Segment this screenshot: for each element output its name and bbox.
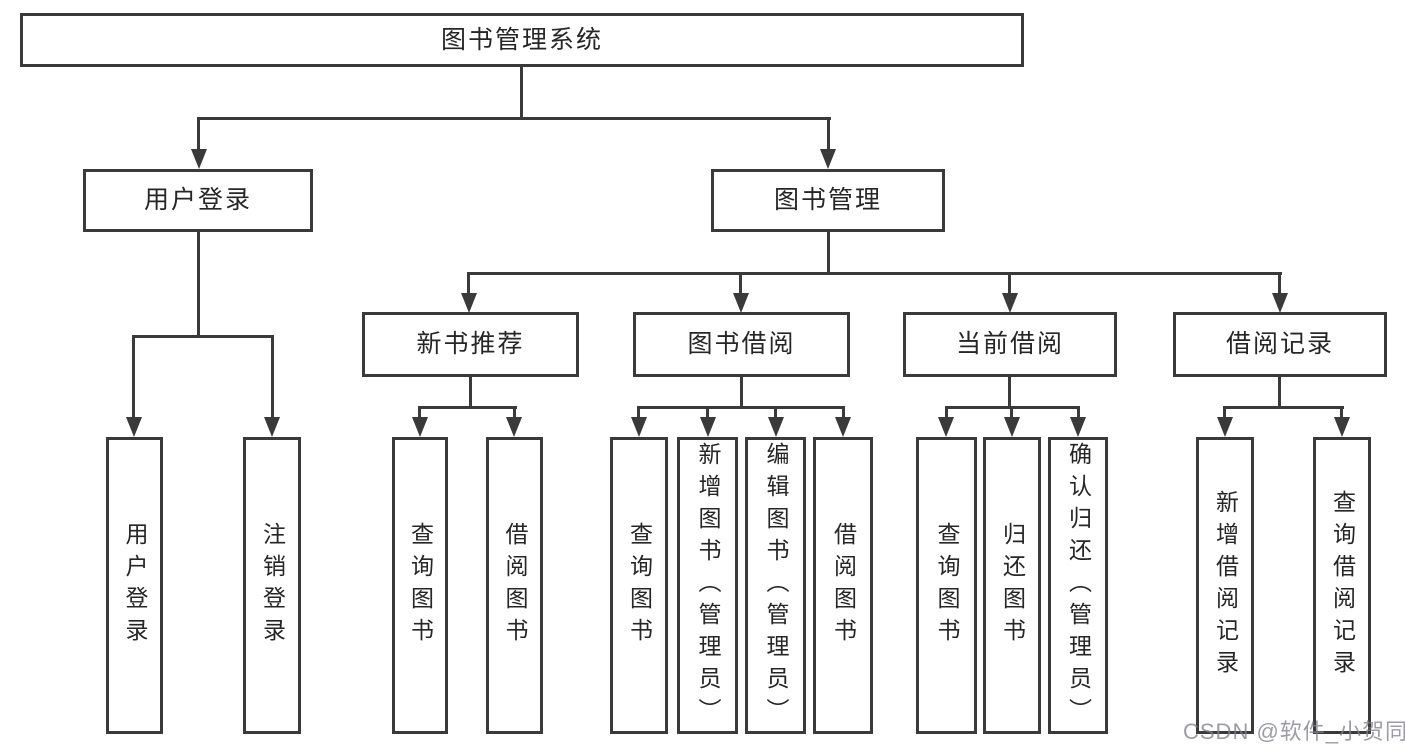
connector-line [945, 406, 948, 419]
arrow-down-icon [191, 149, 207, 169]
connector-line [842, 406, 845, 419]
node-query-books-borrow: 查询图书 [610, 437, 668, 734]
connector-line [827, 117, 830, 149]
connector-line [706, 406, 709, 419]
arrow-down-icon [733, 293, 749, 313]
connector-line [1278, 272, 1281, 295]
connector-line [1008, 272, 1011, 295]
connector-line [132, 335, 274, 338]
arrow-down-icon [126, 417, 142, 437]
node-current-borrow: 当前借阅 [903, 312, 1117, 377]
node-logout-leaf: 注销登录 [243, 437, 301, 734]
node-confirm-return-admin: 确认归还（管理员） [1048, 437, 1108, 734]
node-borrow-record: 借阅记录 [1173, 312, 1387, 377]
connector-line [1223, 406, 1226, 419]
connector-line [197, 232, 200, 337]
node-query-books-newbook: 查询图书 [392, 437, 448, 734]
csdn-watermark: CSDN @软件_小贺同学 [1183, 719, 1405, 744]
connector-line [1077, 406, 1080, 419]
node-add-borrow-record: 新增借阅记录 [1196, 437, 1254, 734]
connector-line [271, 335, 274, 419]
node-new-book-recommend: 新书推荐 [362, 312, 579, 377]
arrow-down-icon [1002, 293, 1018, 313]
arrow-down-icon [820, 149, 836, 169]
connector-line [1278, 376, 1281, 408]
connector-line [637, 406, 640, 419]
connector-line [1008, 376, 1011, 408]
connector-line [774, 406, 777, 419]
connector-line [418, 406, 517, 409]
node-add-book-admin: 新增图书（管理员） [677, 437, 738, 734]
arrow-down-icon [412, 417, 428, 437]
arrow-down-icon [768, 417, 784, 437]
arrow-down-icon [461, 293, 477, 313]
node-library-system: 图书管理系统 [20, 13, 1024, 67]
arrow-down-icon [1004, 417, 1020, 437]
connector-line [197, 117, 200, 149]
node-edit-book-admin: 编辑图书（管理员） [745, 437, 806, 734]
connector-line [1010, 406, 1013, 419]
arrow-down-icon [1272, 293, 1288, 313]
connector-line [520, 67, 523, 119]
arrow-down-icon [264, 417, 280, 437]
node-query-books-current: 查询图书 [916, 437, 977, 734]
connector-line [739, 272, 742, 295]
node-borrow-books-newbook: 借阅图书 [486, 437, 543, 734]
arrow-down-icon [1070, 417, 1086, 437]
arrow-down-icon [700, 417, 716, 437]
arrow-down-icon [835, 417, 851, 437]
connector-line [1340, 406, 1343, 419]
connector-line [469, 376, 472, 408]
arrow-down-icon [1334, 417, 1350, 437]
node-book-borrow: 图书借阅 [633, 312, 850, 377]
node-borrow-books: 借阅图书 [813, 437, 873, 734]
connector-line [637, 406, 845, 409]
arrow-down-icon [1217, 417, 1233, 437]
arrow-down-icon [938, 417, 954, 437]
node-query-borrow-record: 查询借阅记录 [1313, 437, 1371, 734]
node-return-books: 归还图书 [983, 437, 1041, 734]
connector-line [467, 272, 1282, 275]
connector-line [1223, 406, 1344, 409]
connector-line [132, 335, 135, 419]
node-book-management: 图书管理 [711, 169, 945, 232]
node-user-login-leaf: 用户登录 [106, 437, 163, 734]
arrow-down-icon [506, 417, 522, 437]
connector-line [513, 406, 516, 419]
node-user-login: 用户登录 [83, 169, 313, 232]
connector-line [197, 117, 831, 120]
arrow-down-icon [631, 417, 647, 437]
connector-line [418, 406, 421, 419]
connector-line [740, 376, 743, 408]
connector-line [827, 232, 830, 275]
connector-line [467, 272, 470, 295]
